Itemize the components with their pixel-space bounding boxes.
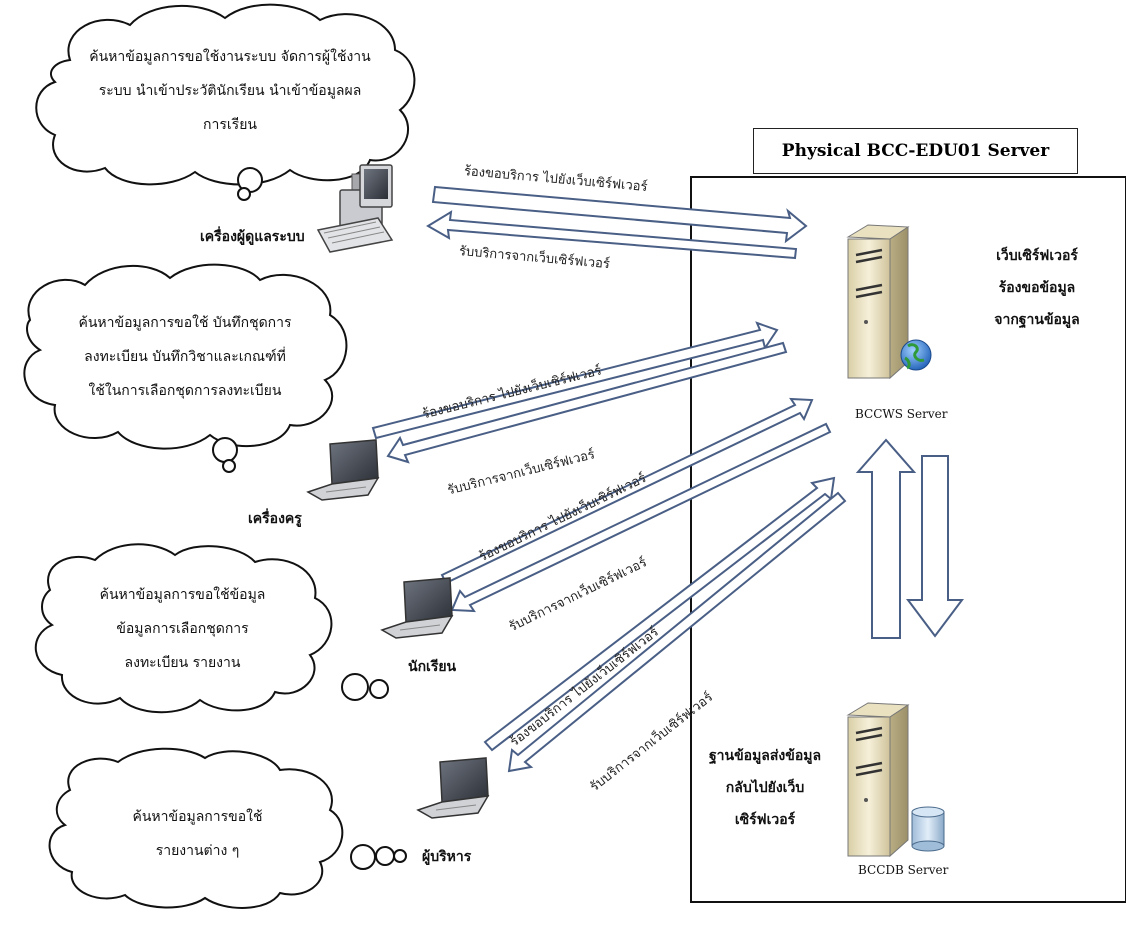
server-boundary — [690, 176, 1126, 903]
arrow-executive-response — [507, 491, 847, 773]
db-server-label: BCCDB Server — [858, 863, 949, 877]
arrow-admin-request — [431, 185, 808, 244]
arrow-executive-request — [483, 476, 836, 752]
cloud-student-text: ค้นหาข้อมูลการขอใช้ข้อมูล ข้อมูลการเลือก… — [99, 587, 266, 671]
database-server-icon — [846, 702, 945, 858]
arrow-web-to-db — [906, 455, 964, 638]
arrow-db-to-web — [855, 438, 917, 639]
web-server-icon — [846, 224, 932, 380]
arrow-student-response — [450, 422, 832, 613]
cloud-teacher-text: ค้นหาข้อมูลการขอใช้ บันทึกชุดการ ลงทะเบี… — [78, 315, 292, 399]
cloud-student — [34, 543, 389, 714]
cloud-executive-text: ค้นหาข้อมูลการขอใช้ รายงานต่าง ๆ — [132, 809, 263, 859]
server-title: Physical BCC-EDU01 Server — [753, 128, 1078, 174]
laptop-icon — [306, 439, 380, 501]
arrow-teacher-response — [386, 341, 788, 464]
web-server-note: เว็บเซิร์ฟเวอร์ ร้องขอข้อมูล จากฐานข้อมู… — [994, 248, 1080, 328]
teacher-computer-label: เครื่องครู — [248, 511, 302, 527]
student-label: นักเรียน — [408, 659, 457, 675]
laptop-icon — [416, 757, 490, 819]
cloud-teacher — [23, 263, 348, 473]
db-server-note: ฐานข้อมูลส่งข้อมูล กลับไปยังเว็บ เซิร์ฟเ… — [708, 748, 822, 828]
executive-label: ผู้บริหาร — [422, 849, 472, 865]
laptop-icon — [380, 577, 454, 639]
admin-computer-label: เครื่องผู้ดูแลระบบ — [200, 229, 305, 245]
arrow-teacher-request — [371, 321, 779, 440]
arrow-admin-response — [426, 210, 798, 260]
desktop-computer-icon — [316, 164, 394, 253]
web-server-label: BCCWS Server — [855, 407, 948, 421]
cloud-admin — [35, 3, 416, 201]
cloud-executive — [48, 747, 407, 909]
cloud-admin-text: ค้นหาข้อมูลการขอใช้งานระบบ จัดการผู้ใช้ง… — [89, 49, 371, 133]
arrow-student-request — [440, 397, 814, 585]
